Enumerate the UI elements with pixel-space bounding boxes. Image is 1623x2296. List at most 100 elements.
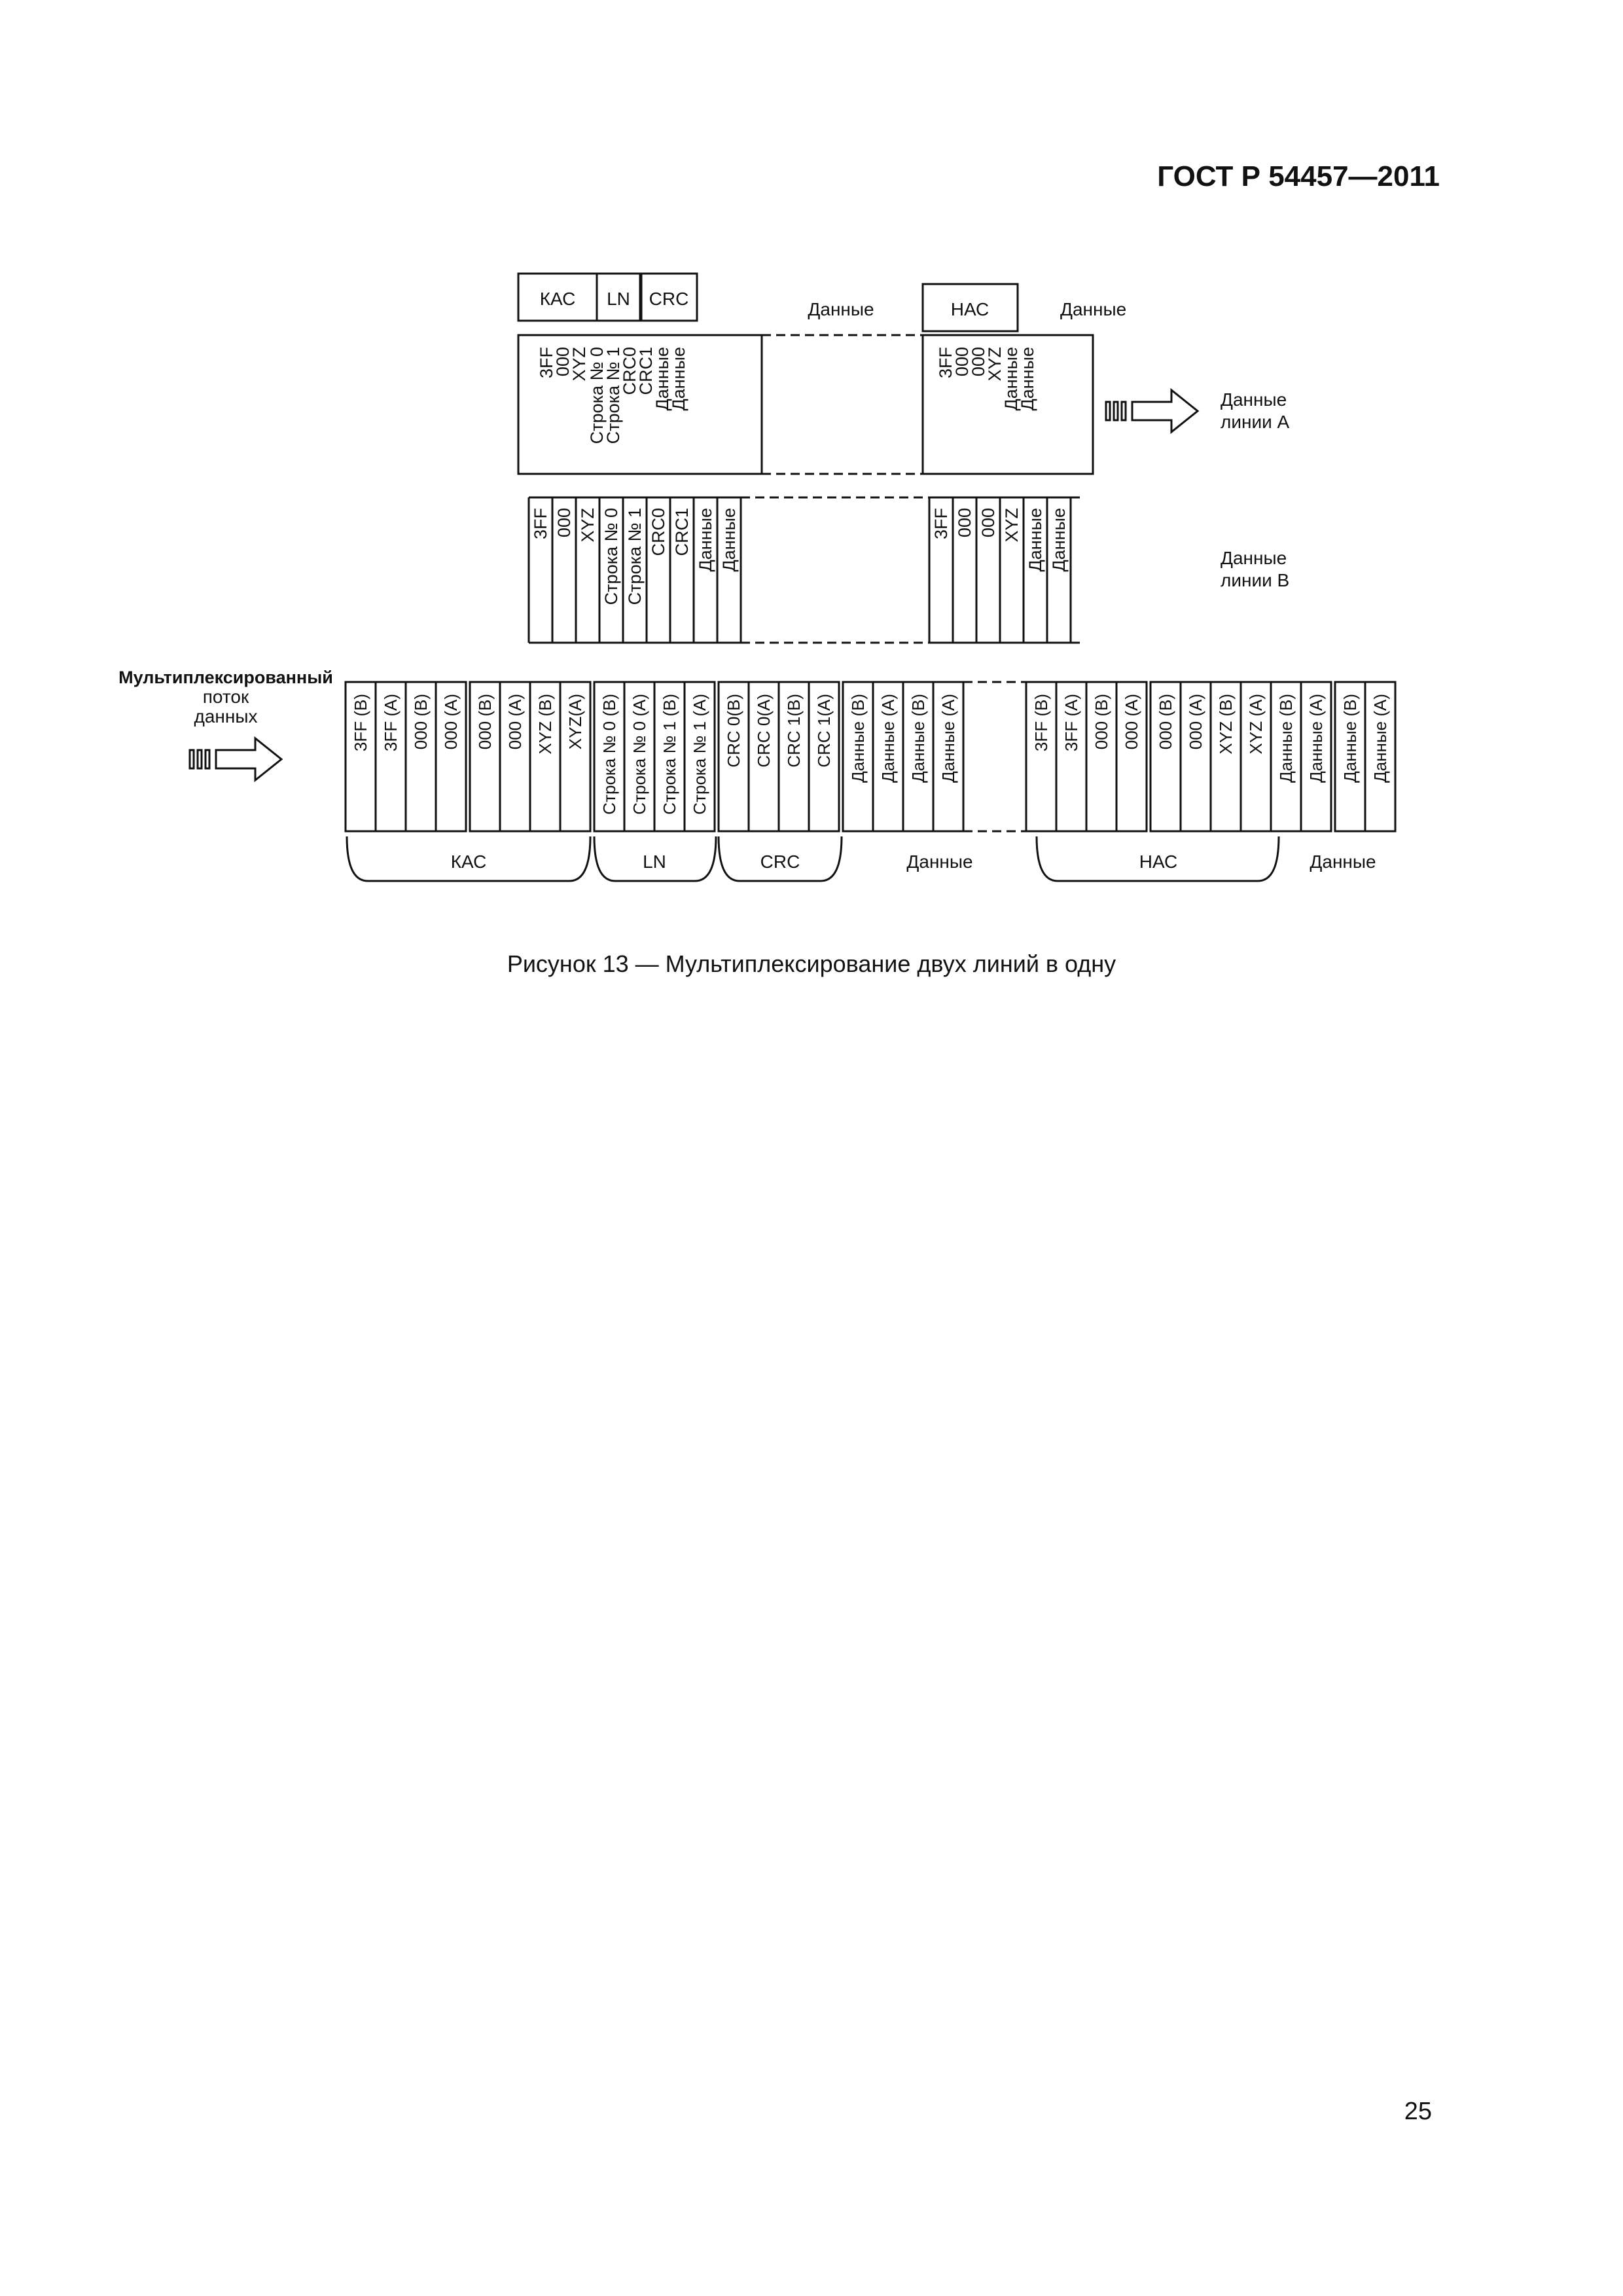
line-a-output-arrow-bar — [1105, 401, 1111, 422]
line-a-hac-word: XYZ — [985, 347, 1005, 382]
line-b-word: 000 — [554, 508, 574, 537]
mux-group1-block-5-cell: Данные (B) — [908, 694, 928, 783]
mux-group2-block-2-cell: 000 (B) — [1156, 694, 1175, 749]
brace-hac — [1035, 836, 1280, 882]
mux-group1-block-2-cell: 000 (A) — [505, 694, 525, 749]
line-b-word: CRC0 — [649, 508, 668, 556]
mux-input-arrow-bar — [188, 749, 195, 770]
line-a-hac-word: 3FF — [936, 347, 955, 378]
line-a-word: Данные — [652, 347, 672, 411]
line-a-hac-word: Данные — [1018, 347, 1037, 411]
mux-group1-block-3-cell: Строка № 0 (B) — [599, 694, 619, 815]
brace-hac-label: НАС — [1139, 852, 1178, 872]
line-a-output-arrow-bar — [1113, 401, 1119, 422]
line-b-label-1: Данные — [1221, 548, 1287, 568]
line-a-output-label-2: линии А — [1221, 412, 1290, 432]
mux-input-label-1: Мультиплексированный — [118, 668, 333, 687]
figure-caption: Рисунок 13 — Мультиплексирование двух ли… — [507, 950, 1116, 977]
line-b-word: Данные — [696, 508, 715, 572]
mux-group1-block-2-cell: XYZ(A) — [565, 694, 585, 749]
line-b-word: Данные — [719, 508, 739, 572]
tab-ln-label: LN — [607, 289, 630, 309]
mux-input-label-3: данных — [194, 706, 258, 726]
page-number: 25 — [1404, 2098, 1432, 2125]
line-a-hac-word: 000 — [969, 347, 988, 376]
mux-input-arrow-bar — [204, 749, 211, 770]
tab-hac — [921, 283, 1019, 332]
line-b-word: XYZ — [578, 508, 597, 543]
mux-group1-block-2-cell: XYZ (B) — [535, 694, 555, 754]
tab-hac-label: НАС — [951, 299, 990, 319]
line-b-word: CRC1 — [672, 508, 692, 556]
line-a-output-arrow — [1131, 387, 1200, 435]
line-b-word: Строка № 1 — [625, 508, 645, 605]
line-b-hac-word: XYZ — [1002, 508, 1022, 543]
mux-group1-block-5-cell: Данные (A) — [938, 694, 958, 783]
mux-group1-block-2-cell: 000 (B) — [475, 694, 495, 749]
line-a-hac-word: 000 — [952, 347, 972, 376]
mux-group1-block-3-cell: Строка № 0 (A) — [630, 694, 649, 815]
line-a-word: Строка № 0 — [587, 347, 607, 444]
brace-kac-label: КАС — [451, 852, 487, 872]
brace-kac — [346, 836, 592, 882]
line-a-kac-block — [517, 334, 763, 475]
line-b-hac-word: 000 — [978, 508, 998, 537]
line-b-hac-word: Данные — [1049, 508, 1069, 572]
mux-group1-block-5-cell: Данные (B) — [848, 694, 868, 783]
line-a-word: 000 — [553, 347, 573, 376]
mux-group2-block-1-cell: 3FF (B) — [1031, 694, 1051, 751]
standard-header: ГОСТ Р 54457—2011 — [1157, 160, 1440, 192]
tab-ln — [596, 272, 641, 322]
mux-group2-block-1-cell: 000 (B) — [1092, 694, 1111, 749]
line-a-hac-word: Данные — [1001, 347, 1021, 411]
mux-group1-block-4-cell: CRC 0(B) — [724, 694, 743, 768]
mux-group1-block-4-cell: CRC 1(B) — [784, 694, 804, 768]
brace-data-label-1: Данные — [906, 852, 972, 872]
line-b-hac-word: 3FF — [931, 508, 951, 539]
mux-group2-block-2-cell: XYZ (B) — [1216, 694, 1236, 754]
mux-group1-block-1-cell: 000 (A) — [441, 694, 461, 749]
line-a-hac-data-label: Данные — [1060, 299, 1126, 319]
tab-kac-label: КАС — [540, 289, 576, 309]
mux-group2-block-3-cell: Данные (B) — [1340, 694, 1360, 783]
brace-ln-label: LN — [643, 852, 666, 872]
line-b-hac-word: 000 — [955, 508, 974, 537]
line-a-word: CRC0 — [620, 347, 639, 395]
line-a-output-arrow-bar — [1120, 401, 1127, 422]
mux-input-label-2: поток — [203, 687, 249, 707]
brace-crc-label: CRC — [760, 852, 800, 872]
mux-group2-block-3-cell: Данные (A) — [1370, 694, 1390, 783]
tab-crc-label: CRC — [649, 289, 689, 309]
mux-input-arrow-bar — [196, 749, 203, 770]
line-a-word: XYZ — [569, 347, 589, 382]
mux-group1-block-1-cell: 000 (B) — [411, 694, 431, 749]
line-b-hac-word: Данные — [1026, 508, 1045, 572]
line-a-word: Строка № 1 — [603, 347, 623, 444]
line-a-output-label-1: Данные — [1221, 389, 1287, 410]
mux-group2-block-2-cell: Данные (B) — [1276, 694, 1296, 783]
mux-group2-block-2-cell: 000 (A) — [1186, 694, 1205, 749]
mux-group1-block-5-cell: Данные (A) — [878, 694, 898, 783]
mux-group2-block-2-cell: Данные (A) — [1306, 694, 1326, 783]
mux-group2-block-1-cell: 3FF (A) — [1061, 694, 1081, 751]
line-a-word: CRC1 — [636, 347, 656, 395]
mux-group2-block-2-cell: XYZ (A) — [1246, 694, 1266, 754]
line-b-word: 3FF — [531, 508, 550, 539]
line-a-word: Данные — [669, 347, 688, 411]
line-a-hac-block — [921, 334, 1094, 475]
mux-group1-block-1-cell: 3FF (A) — [381, 694, 401, 751]
brace-ln — [593, 836, 717, 882]
mux-input-arrow — [215, 736, 283, 783]
mux-group1-block-4-cell: CRC 1(A) — [814, 694, 834, 768]
line-b-label-2: линии В — [1221, 570, 1289, 590]
line-b-word: Строка № 0 — [601, 508, 621, 605]
tab-crc — [640, 272, 698, 322]
mux-group1-block-1-cell: 3FF (B) — [351, 694, 370, 751]
mux-group2-block-1-cell: 000 (A) — [1122, 694, 1141, 749]
brace-crc — [717, 836, 843, 882]
line-a-word: 3FF — [537, 347, 556, 378]
mux-group1-block-3-cell: Строка № 1 (B) — [660, 694, 679, 815]
mux-group1-block-3-cell: Строка № 1 (A) — [690, 694, 709, 815]
